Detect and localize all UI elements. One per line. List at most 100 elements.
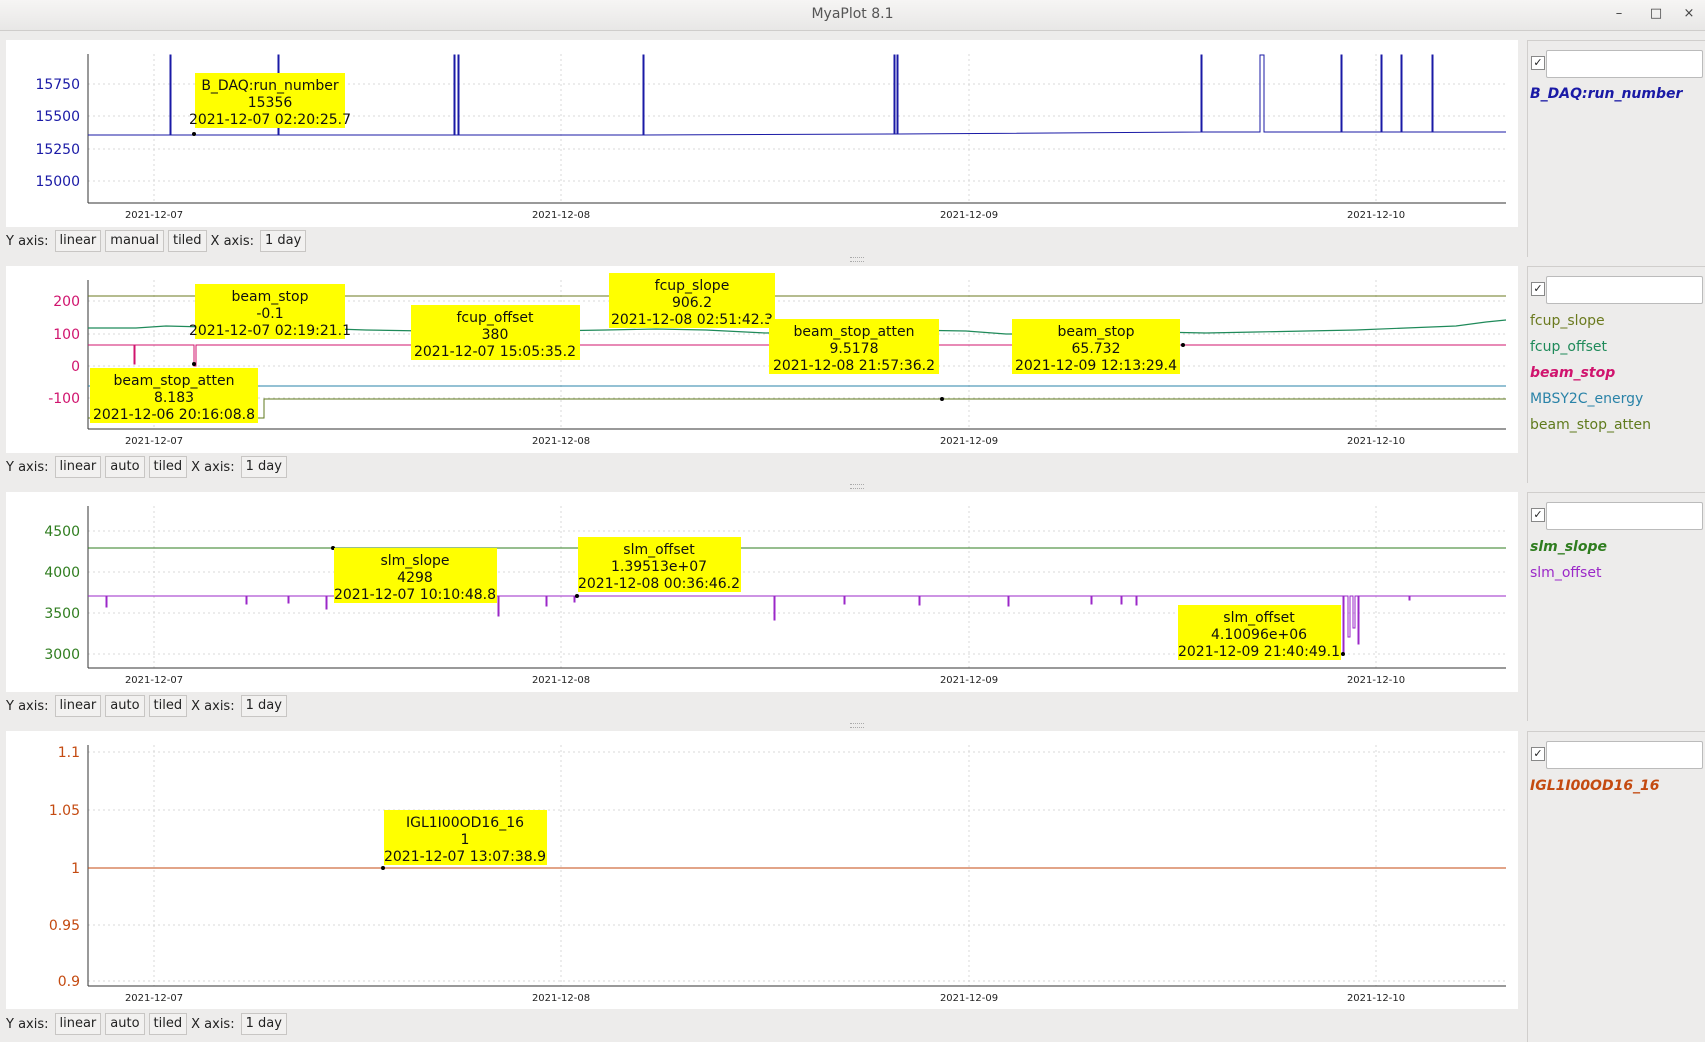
y-tick: 3000 — [44, 647, 80, 663]
legend-item-slm-slope[interactable]: slm_slope — [1530, 539, 1607, 555]
x-tick: 2021-12-09 — [940, 210, 998, 221]
panel-toolbar-3: Y axis: linear auto tiled X axis: 1 day — [6, 694, 287, 718]
legend-item-IGL1I00OD16-16[interactable]: IGL1I00OD16_16 — [1530, 778, 1660, 794]
svg-text:fcup_offset: fcup_offset — [457, 310, 535, 326]
legend-item-fcup-offset[interactable]: fcup_offset — [1530, 339, 1607, 355]
y-tick: 1.1 — [58, 745, 80, 761]
y-scale-button[interactable]: linear — [54, 230, 102, 252]
svg-text:-0.1: -0.1 — [256, 306, 283, 322]
annotation: IGL1I00OD16_16 1 2021-12-07 13:07:38.9 — [384, 810, 547, 865]
legend-item-fcup-slope[interactable]: fcup_slope — [1530, 313, 1605, 329]
svg-text:2021-12-07 15:05:35.2: 2021-12-07 15:05:35.2 — [414, 344, 576, 360]
plot-panel-1[interactable]: 15750 15500 15250 15000 2021-12-07 2021-… — [6, 40, 1518, 227]
plot-canvas-1[interactable]: 15750 15500 15250 15000 2021-12-07 2021-… — [6, 40, 1518, 227]
y-mode-button[interactable]: auto — [105, 695, 145, 717]
legend-item-B_DAQ-run-number[interactable]: B_DAQ:run_number — [1530, 86, 1683, 102]
y-mode-button[interactable]: auto — [105, 456, 145, 478]
legend-item-slm-offset[interactable]: slm_offset — [1530, 565, 1602, 581]
y-tick: 1.05 — [49, 803, 80, 819]
legend-filter-input[interactable] — [1546, 50, 1703, 78]
x-range-button[interactable]: 1 day — [260, 230, 307, 252]
y-tick: 0.9 — [58, 974, 80, 990]
svg-text:2021-12-07 02:19:21.1: 2021-12-07 02:19:21.1 — [189, 323, 351, 339]
y-tick: 1 — [71, 861, 80, 877]
legend-item-beam-stop-atten[interactable]: beam_stop_atten — [1530, 417, 1651, 433]
legend-item-MBSY2C-energy[interactable]: MBSY2C_energy — [1530, 391, 1644, 407]
layout-button[interactable]: tiled — [167, 230, 207, 252]
svg-text:slm_offset: slm_offset — [623, 542, 695, 558]
svg-text:65.732: 65.732 — [1072, 341, 1121, 357]
y-tick: 0 — [71, 359, 80, 375]
legend-pane-2: ✓ fcup_slope fcup_offset beam_stop MBSY2… — [1527, 266, 1705, 483]
panel-splitter[interactable] — [850, 484, 864, 489]
svg-text:2021-12-07 13:07:38.9: 2021-12-07 13:07:38.9 — [384, 849, 546, 865]
y-tick: 15250 — [35, 142, 80, 158]
x-tick: 2021-12-08 — [532, 436, 590, 447]
x-range-button[interactable]: 1 day — [240, 1013, 287, 1035]
y-axis-label: Y axis: — [6, 233, 49, 249]
legend-filter-input[interactable] — [1546, 502, 1703, 530]
x-tick: 2021-12-08 — [532, 210, 590, 221]
panel-splitter[interactable] — [850, 723, 864, 728]
x-tick: 2021-12-07 — [125, 210, 183, 221]
layout-button[interactable]: tiled — [148, 1013, 188, 1035]
svg-text:2021-12-08 21:57:36.2: 2021-12-08 21:57:36.2 — [773, 358, 935, 374]
show-all-checkbox[interactable]: ✓ — [1531, 508, 1545, 522]
series-beam-stop — [88, 344, 1506, 367]
show-all-checkbox[interactable]: ✓ — [1531, 56, 1545, 70]
plot-panel-4[interactable]: 1.1 1.05 1 0.95 0.9 2021-12-07 2021-12-0… — [6, 731, 1518, 1009]
svg-text:beam_stop_atten: beam_stop_atten — [794, 324, 915, 340]
x-tick: 2021-12-07 — [125, 675, 183, 686]
annotation: fcup_slope 906.2 2021-12-08 02:51:42.3 — [609, 273, 775, 328]
y-tick: 15500 — [35, 109, 80, 125]
svg-text:slm_offset: slm_offset — [1223, 610, 1295, 626]
y-scale-button[interactable]: linear — [54, 456, 102, 478]
panel-toolbar-2: Y axis: linear auto tiled X axis: 1 day — [6, 455, 287, 479]
plot-panel-3[interactable]: 4500 4000 3500 3000 2021-12-07 2021-12-0… — [6, 492, 1518, 692]
svg-text:2021-12-08 00:36:46.2: 2021-12-08 00:36:46.2 — [578, 576, 740, 592]
y-axis-label: Y axis: — [6, 1016, 49, 1032]
panel-toolbar-1: Y axis: linear manual tiled X axis: 1 da… — [6, 229, 307, 253]
x-tick: 2021-12-10 — [1347, 210, 1405, 221]
close-button[interactable]: × — [1683, 6, 1695, 21]
minimize-button[interactable]: – — [1615, 6, 1623, 21]
annotation: beam_stop_atten 9.5178 2021-12-08 21:57:… — [769, 319, 939, 374]
svg-text:beam_stop: beam_stop — [232, 289, 309, 305]
y-mode-button[interactable]: auto — [105, 1013, 145, 1035]
y-tick: -100 — [48, 391, 80, 407]
y-mode-button[interactable]: manual — [105, 230, 164, 252]
x-range-button[interactable]: 1 day — [240, 695, 287, 717]
annotation: slm_slope 4298 2021-12-07 10:10:48.8 — [334, 548, 497, 603]
x-tick: 2021-12-08 — [532, 675, 590, 686]
plot-panel-2[interactable]: 200 100 0 -100 2021-12-07 2021-12-08 202… — [6, 266, 1518, 453]
plot-canvas-3[interactable]: 4500 4000 3500 3000 2021-12-07 2021-12-0… — [6, 492, 1518, 692]
plot-canvas-2[interactable]: 200 100 0 -100 2021-12-07 2021-12-08 202… — [6, 266, 1518, 453]
x-range-button[interactable]: 1 day — [240, 456, 287, 478]
x-tick: 2021-12-10 — [1347, 993, 1405, 1004]
svg-text:4298: 4298 — [397, 570, 433, 586]
legend-filter-input[interactable] — [1546, 741, 1703, 769]
y-scale-button[interactable]: linear — [54, 1013, 102, 1035]
svg-text:2021-12-09 12:13:29.4: 2021-12-09 12:13:29.4 — [1015, 358, 1177, 374]
plot-canvas-4[interactable]: 1.1 1.05 1 0.95 0.9 2021-12-07 2021-12-0… — [6, 731, 1518, 1009]
layout-button[interactable]: tiled — [148, 456, 188, 478]
svg-text:2021-12-07 10:10:48.8: 2021-12-07 10:10:48.8 — [334, 587, 496, 603]
show-all-checkbox[interactable]: ✓ — [1531, 747, 1545, 761]
annotation: slm_offset 1.39513e+07 2021-12-08 00:36:… — [578, 537, 741, 592]
x-axis-label: X axis: — [210, 233, 255, 249]
window-title: MyaPlot 8.1 — [811, 6, 894, 22]
svg-text:1: 1 — [461, 832, 470, 848]
series-beam-stop-atten — [88, 398, 1506, 419]
y-scale-button[interactable]: linear — [54, 695, 102, 717]
legend-item-beam-stop[interactable]: beam_stop — [1530, 365, 1616, 381]
show-all-checkbox[interactable]: ✓ — [1531, 282, 1545, 296]
legend-pane-1: ✓ B_DAQ:run_number — [1527, 40, 1705, 257]
svg-text:slm_slope: slm_slope — [380, 553, 449, 569]
panel-splitter[interactable] — [850, 257, 864, 262]
annotation: beam_stop -0.1 2021-12-07 02:19:21.1 — [189, 284, 351, 339]
y-axis-label: Y axis: — [6, 698, 49, 714]
layout-button[interactable]: tiled — [148, 695, 188, 717]
maximize-button[interactable]: □ — [1649, 6, 1663, 21]
svg-text:fcup_slope: fcup_slope — [655, 278, 730, 294]
legend-filter-input[interactable] — [1546, 276, 1703, 304]
